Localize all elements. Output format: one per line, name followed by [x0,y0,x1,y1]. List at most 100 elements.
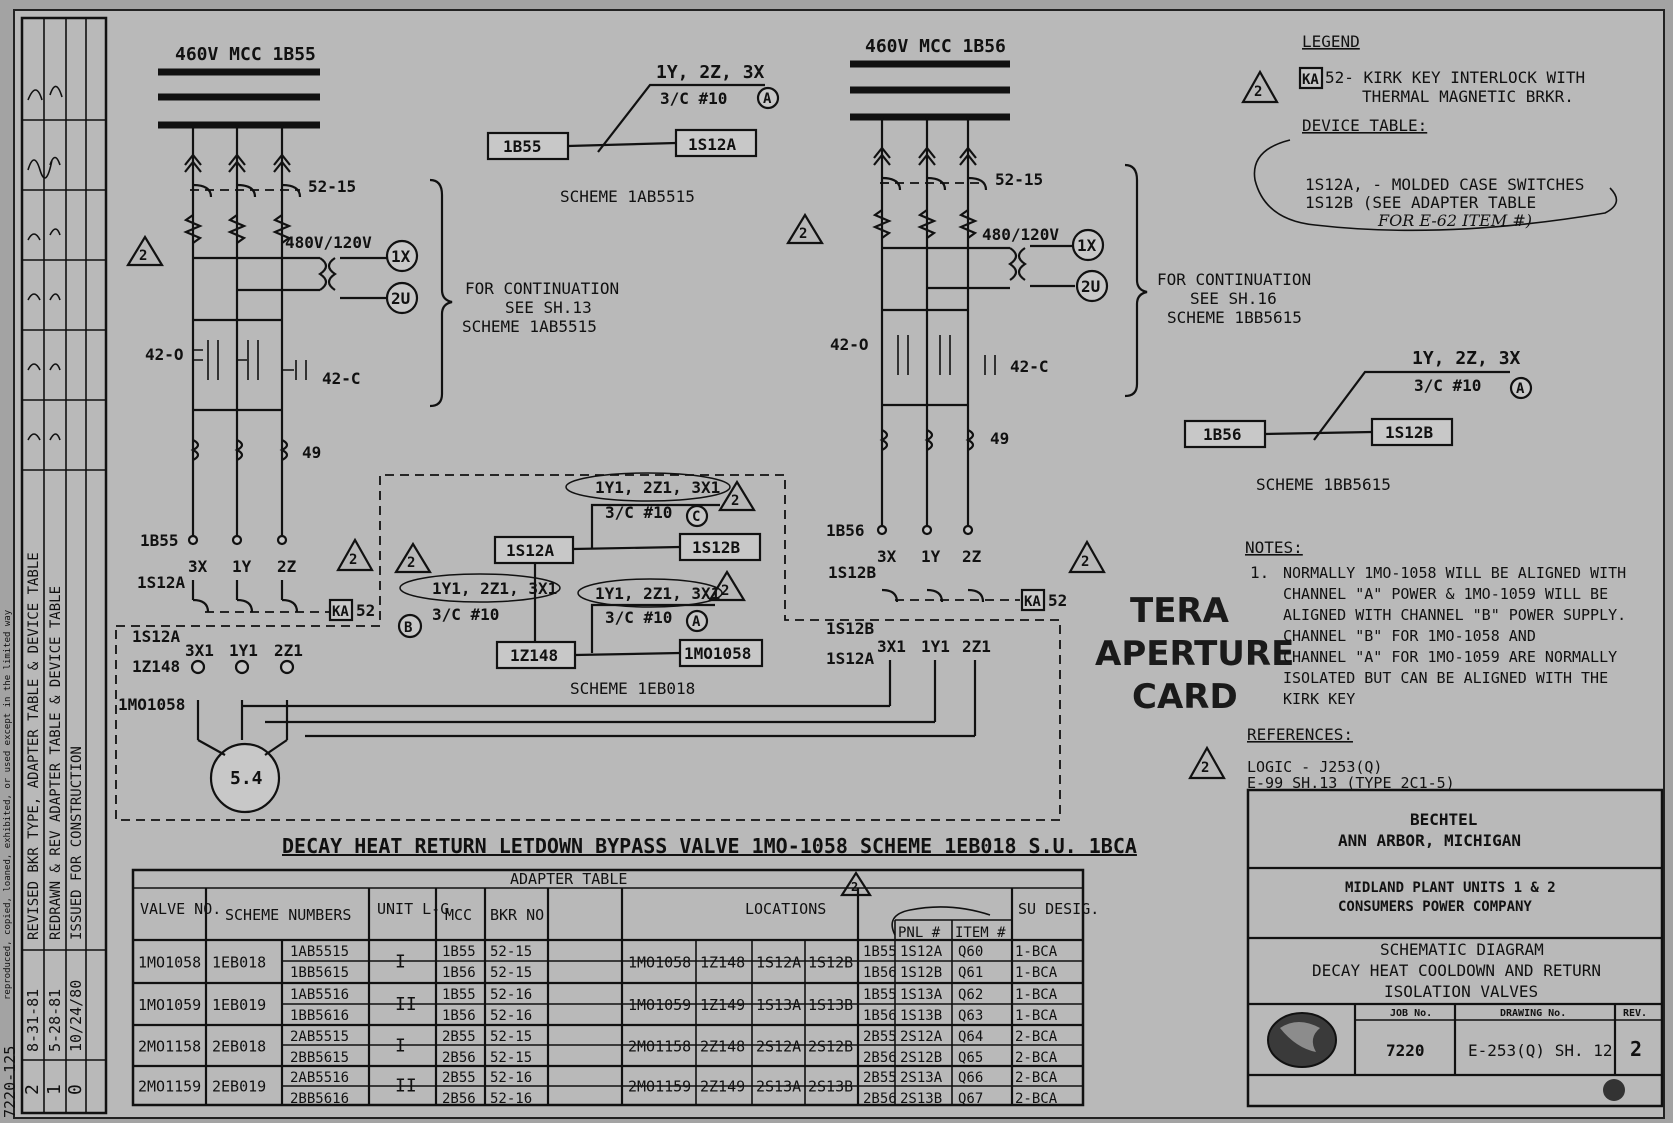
row-sub-cell: 2BB5616 [290,1091,349,1107]
right-phase-1y: 1Y [921,547,941,566]
margin-note: reproduced, copied, loaned, exhibited, o… [3,609,13,1000]
left-brace [429,178,453,408]
row-sub-cell: 1B56 [442,965,476,981]
row-scheme: 1EB018 [212,954,266,972]
row-sub-cell: 2S12B [900,1050,942,1066]
note-line-1: NORMALLY 1MO-1058 WILL BE ALIGNED WITH [1283,564,1626,582]
right-overload-label: 49 [990,429,1009,448]
left-phase-2z: 2Z [277,557,297,576]
right-bottom-1s12a: 1S12A [826,649,875,668]
cont-right-2: SEE SH.16 [1190,289,1277,308]
left-transformer-label: 480V/120V [285,233,372,252]
row-sub-cell: 2B56 [863,1050,897,1066]
right-motor-3x1: 3X1 [877,637,906,656]
row-valve: 2MO1158 [138,1038,201,1056]
hdr-bkr: BKR NO [490,906,544,924]
tera-aperture-card: TERA APERTURE CARD [1095,591,1294,717]
row-sub-cell: 2S13A [900,1070,943,1086]
right-contact-close: 42-C [1010,357,1049,376]
cont-left-2: SEE SH.13 [505,298,592,317]
row-sub-cell: 2AB5516 [290,1070,349,1086]
company: BECHTEL [1410,810,1477,829]
left-phase-3x: 3X [188,557,208,576]
references: REFERENCES: LOGIC - J253(Q) E-99 SH.13 (… [1247,725,1455,792]
hdr-valve: VALVE NO. [140,900,221,918]
left-coil-1x: 1X [391,247,411,266]
rev-tri-8: 2 [1254,84,1262,100]
job-no: 7220 [1386,1041,1425,1060]
note-line-6: ISOLATED BUT CAN BE ALIGNED WITH THE [1283,669,1608,687]
row-sub-cell: 1-BCA [1015,1008,1058,1024]
registration-dot [1603,1079,1625,1101]
rev-tri-10: 2 [851,880,858,894]
row-loc-z: 1Z149 [700,996,745,1014]
row-unit: II [395,1076,417,1097]
ref-line2: E-99 SH.13 (TYPE 2C1-5) [1247,774,1455,792]
rev-tri-7: 2 [1081,554,1089,570]
desc2: DECAY HEAT COOLDOWN AND RETURN [1312,961,1601,980]
legend-dev-3: FOR E-62 ITEM #) [1377,211,1532,230]
right-transformer-label: 480/120V [982,225,1059,244]
row-sub-cell: 2B55 [863,1029,897,1045]
note-line-5: CHANNEL "A" FOR 1MO-1059 ARE NORMALLY [1283,648,1617,666]
note-line-4: CHANNEL "B" FOR 1MO-1058 AND [1283,627,1536,645]
legend-title: LEGEND [1302,32,1360,51]
row-sub-cell: 2B55 [442,1070,476,1086]
owner: CONSUMERS POWER COMPANY [1338,899,1532,915]
right-node-switch: 1S12B [828,563,877,582]
left-sw-1s12a: 1S12A [132,627,181,646]
row-sub-cell: Q60 [958,944,983,960]
scheme-1ab-left: 1B55 [503,137,542,156]
eb-cable-top-tag: C [692,509,700,525]
hdr-pnl: PNL # [898,925,941,941]
cont-left-3: SCHEME 1AB5515 [462,317,597,336]
tera-line2: APERTURE [1095,634,1294,674]
scheme-1ab-size: 3/C #10 [660,89,727,108]
left-motor-1y1: 1Y1 [229,641,258,660]
row-loc-a: 1S13A [756,996,801,1014]
eb-cable-left: 1Y1, 2Z1, 3X1 [432,579,557,598]
eb-cable-top: 1Y1, 2Z1, 3X1 [595,478,720,497]
rev-num-2: 2 [22,1084,43,1095]
row-loc-b: 2S12B [808,1038,853,1056]
drawing-no: E-253(Q) SH. 12 [1468,1041,1613,1060]
rev-tri-9: 2 [1201,760,1209,776]
rev-date-1: 5-28-81 [46,989,64,1052]
rev-desc-1: REDRAWN & REV ADAPTER TABLE & DEVICE TAB… [48,586,64,940]
row-sub-cell: 2-BCA [1015,1029,1058,1045]
continuation-right: FOR CONTINUATION SEE SH.16 SCHEME 1BB561… [1157,270,1311,327]
motor-symbol [209,742,281,814]
row-unit: I [395,1036,406,1057]
adapter-table-headers: VALVE NO. SCHEME NUMBERS UNIT L-G MCC BK… [140,900,1099,941]
row-sub-cell: Q66 [958,1070,983,1086]
row-sub-cell: 2B56 [442,1050,476,1066]
legend: LEGEND KA 52- KIRK KEY INTERLOCK WITH TH… [1253,32,1618,232]
hdr-scheme: SCHEME NUMBERS [225,906,351,924]
rev-num-1: 1 [44,1084,65,1095]
right-coil-1x: 1X [1077,236,1097,255]
row-loc-a: 1S12A [756,954,801,972]
scheme-1ab-caption: SCHEME 1AB5515 [560,187,695,206]
row-sub-cell: 52-16 [490,1008,532,1024]
scheme-1eb018: 1S12A 1S12B 1Z148 1MO1058 1Y1, 2Z1, 3X1 … [399,472,764,698]
scheme-1bb5615: 1B56 1S12B 1Y, 2Z, 3X 3/C #10 A SCHEME 1… [1183,348,1533,494]
adapter-table-title: ADAPTER TABLE [510,870,627,888]
row-sub-cell: 52-16 [490,987,532,1003]
hdr-su: SU DESIG. [1018,900,1099,918]
hdr-locations: LOCATIONS [745,900,826,918]
ref-line1: LOGIC - J253(Q) [1247,758,1382,776]
left-kirk-ka: KA [332,604,349,620]
row-sub-cell: 1AB5516 [290,987,349,1003]
cont-right-1: FOR CONTINUATION [1157,270,1311,289]
row-sub-cell: 1BB5615 [290,965,349,981]
eb-cable-mid-tag: A [692,614,701,630]
hdr-mcc: MCC [445,906,472,924]
legend-device-title: DEVICE TABLE: [1302,116,1427,135]
left-mcc-circuit: 460V MCC 1B55 52-15 480V/120V 1X 2U 42-O [118,44,977,814]
right-motor-2z1: 2Z1 [962,637,991,656]
row-sub-cell: 52-16 [490,1091,532,1107]
city: ANN ARBOR, MICHIGAN [1338,831,1521,850]
eb-caption: SCHEME 1EB018 [570,679,695,698]
row-sub-cell: 52-16 [490,1070,532,1086]
left-motor-2z1: 2Z1 [274,641,303,660]
